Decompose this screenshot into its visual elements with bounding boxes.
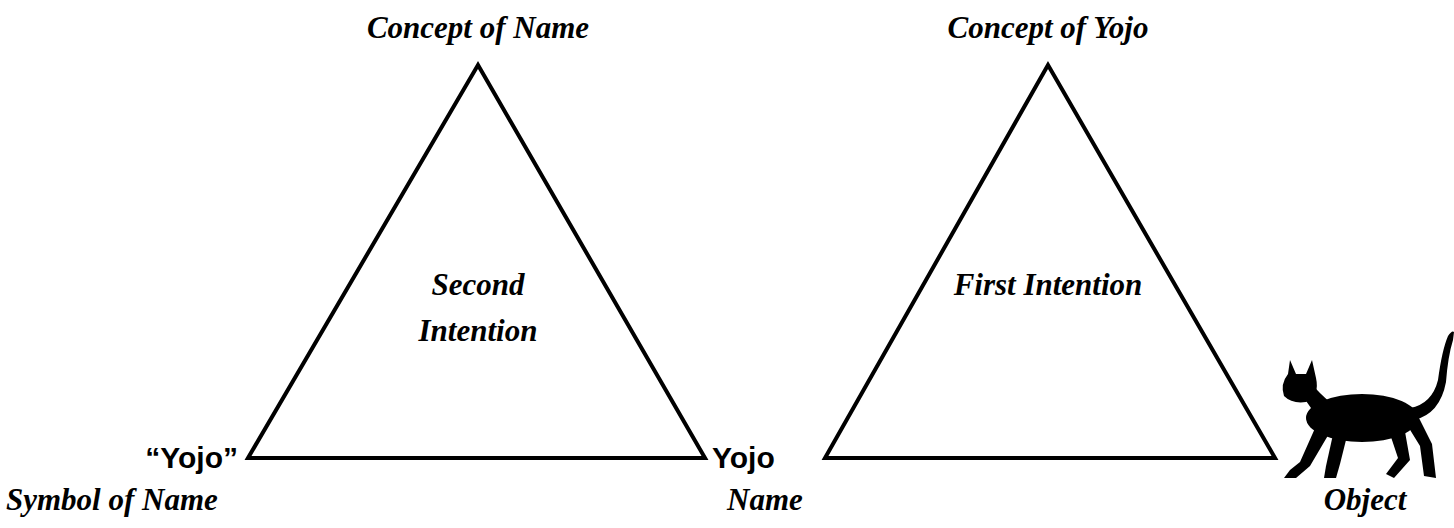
intention-label: Second Intention [383,262,573,354]
triangle-outline [815,0,1285,470]
quoted-symbol: “Yojo” [145,440,238,476]
intention-label: First Intention [953,262,1143,308]
corner-caption: Symbol of Name [6,482,218,518]
second-intention-triangle: Concept of NameSecond Intention [240,0,716,470]
concept-heading: Concept of Yojo [948,10,1149,46]
corner-caption: Object [1324,482,1407,518]
corner-caption: Name [727,482,803,518]
triangle-line [825,65,1275,458]
first-intention-triangle: Concept of YojoFirst Intention [815,0,1285,470]
cat-silhouette [1283,332,1454,479]
name-word: Yojo [712,440,775,476]
concept-heading: Concept of Name [367,10,589,46]
triangle-outline [240,0,716,470]
triangle-line [248,65,705,458]
